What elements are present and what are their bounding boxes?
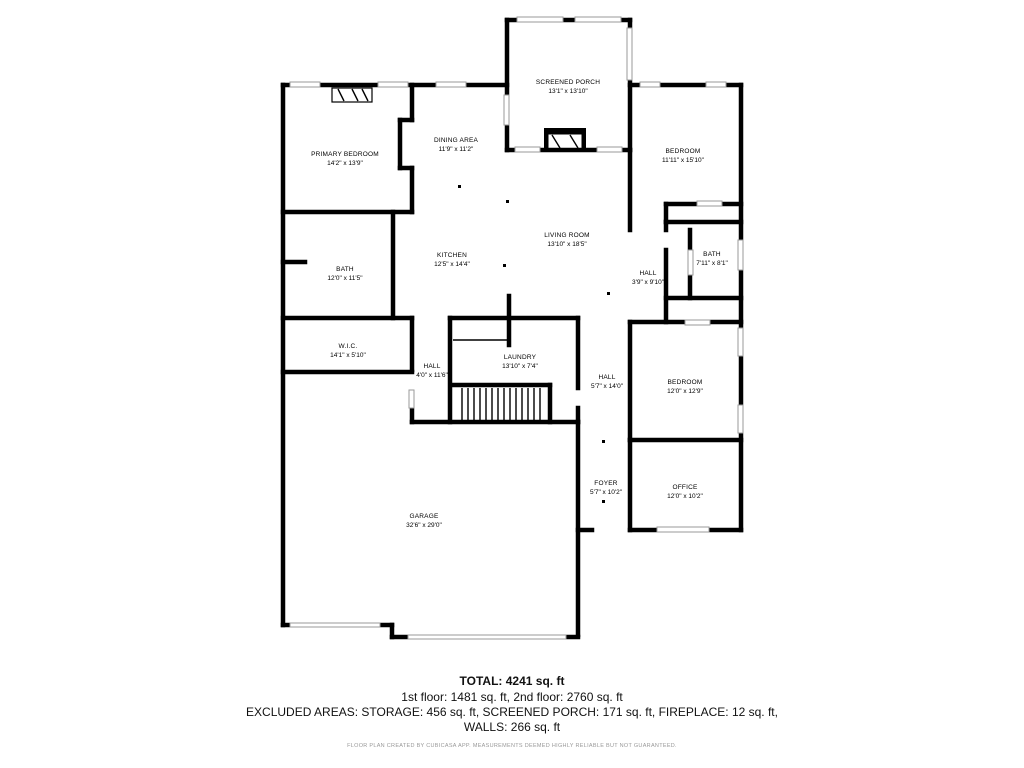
dining-area-dim: 11'9" x 11'2" [439, 146, 474, 153]
bath-1-dim: 12'0" x 11'5" [327, 275, 363, 282]
floor-areas: 1st floor: 1481 sq. ft, 2nd floor: 2760 … [401, 690, 623, 704]
total-area: TOTAL: 4241 sq. ft [459, 674, 565, 688]
garage-name: GARAGE [409, 513, 438, 520]
door-markers [348, 185, 610, 503]
screened-porch-dim: 13'1" x 13'10" [548, 88, 588, 95]
bedroom-1-dim: 11'11" x 15'10" [662, 157, 705, 164]
hall-3-dim: 5'7" x 14'0" [591, 383, 624, 390]
bath-1-name: BATH [336, 266, 354, 273]
bedroom-door [684, 319, 711, 326]
closet-door [696, 200, 723, 207]
bedroom-2-dim: 12'0" x 12'9" [667, 388, 703, 395]
bath-2-name: BATH [703, 251, 721, 258]
fireplace-porch [544, 128, 586, 150]
top-windows [289, 81, 744, 533]
disclaimer: FLOOR PLAN CREATED BY CUBICASA APP. MEAS… [347, 743, 677, 749]
porch-door [514, 146, 541, 153]
wic-name: W.I.C. [339, 343, 358, 350]
porch-door-2 [596, 146, 623, 153]
bedroom-2-name: BEDROOM [668, 379, 703, 386]
foyer-dim: 5'7" x 10'2" [590, 489, 623, 496]
wic-dim: 14'1" x 5'10" [330, 352, 366, 359]
interior-walls-right [627, 147, 744, 533]
hall-2-dim: 4'0" x 11'6" [416, 372, 448, 379]
laundry-dim: 13'10" x 7'4" [502, 363, 538, 370]
floor-plan: SCREENED PORCH 13'1" x 13'10" PRIMARY BE… [280, 16, 744, 640]
kitchen-name: KITCHEN [437, 252, 467, 259]
primary-bedroom-dim: 14'2" x 13'9" [327, 160, 363, 167]
office-name: OFFICE [672, 484, 697, 491]
laundry-walls [447, 293, 581, 425]
kitchen-dim: 12'5" x 14'4" [434, 261, 470, 268]
primary-bedroom-name: PRIMARY BEDROOM [311, 151, 379, 158]
living-room-dim: 13'10" x 18'5" [547, 241, 587, 248]
garage-dim: 32'6" x 29'0" [406, 522, 442, 529]
bath-2-dim: 7'11" x 8'1" [696, 260, 728, 267]
screened-porch-name: SCREENED PORCH [536, 79, 600, 86]
dining-area-name: DINING AREA [434, 137, 479, 144]
bedroom-1-name: BEDROOM [666, 148, 701, 155]
hall-3-name: HALL [598, 374, 615, 381]
excluded-areas: EXCLUDED AREAS: STORAGE: 456 sq. ft, SCR… [246, 705, 778, 719]
stairs [461, 388, 541, 420]
hall-1-name: HALL [639, 270, 656, 277]
living-room-name: LIVING ROOM [544, 232, 590, 239]
laundry-name: LAUNDRY [504, 354, 537, 361]
office-dim: 12'0" x 10'2" [667, 493, 703, 500]
walls-area: WALLS: 266 sq. ft [463, 720, 561, 734]
bath-door [687, 249, 694, 276]
hall-2-name: HALL [423, 363, 440, 370]
foyer-name: FOYER [594, 480, 617, 487]
fireplace-bedroom [331, 87, 373, 103]
hall-door [408, 389, 415, 409]
garage-walls [280, 419, 581, 640]
hall-1-dim: 3'9" x 9'10" [632, 279, 665, 286]
